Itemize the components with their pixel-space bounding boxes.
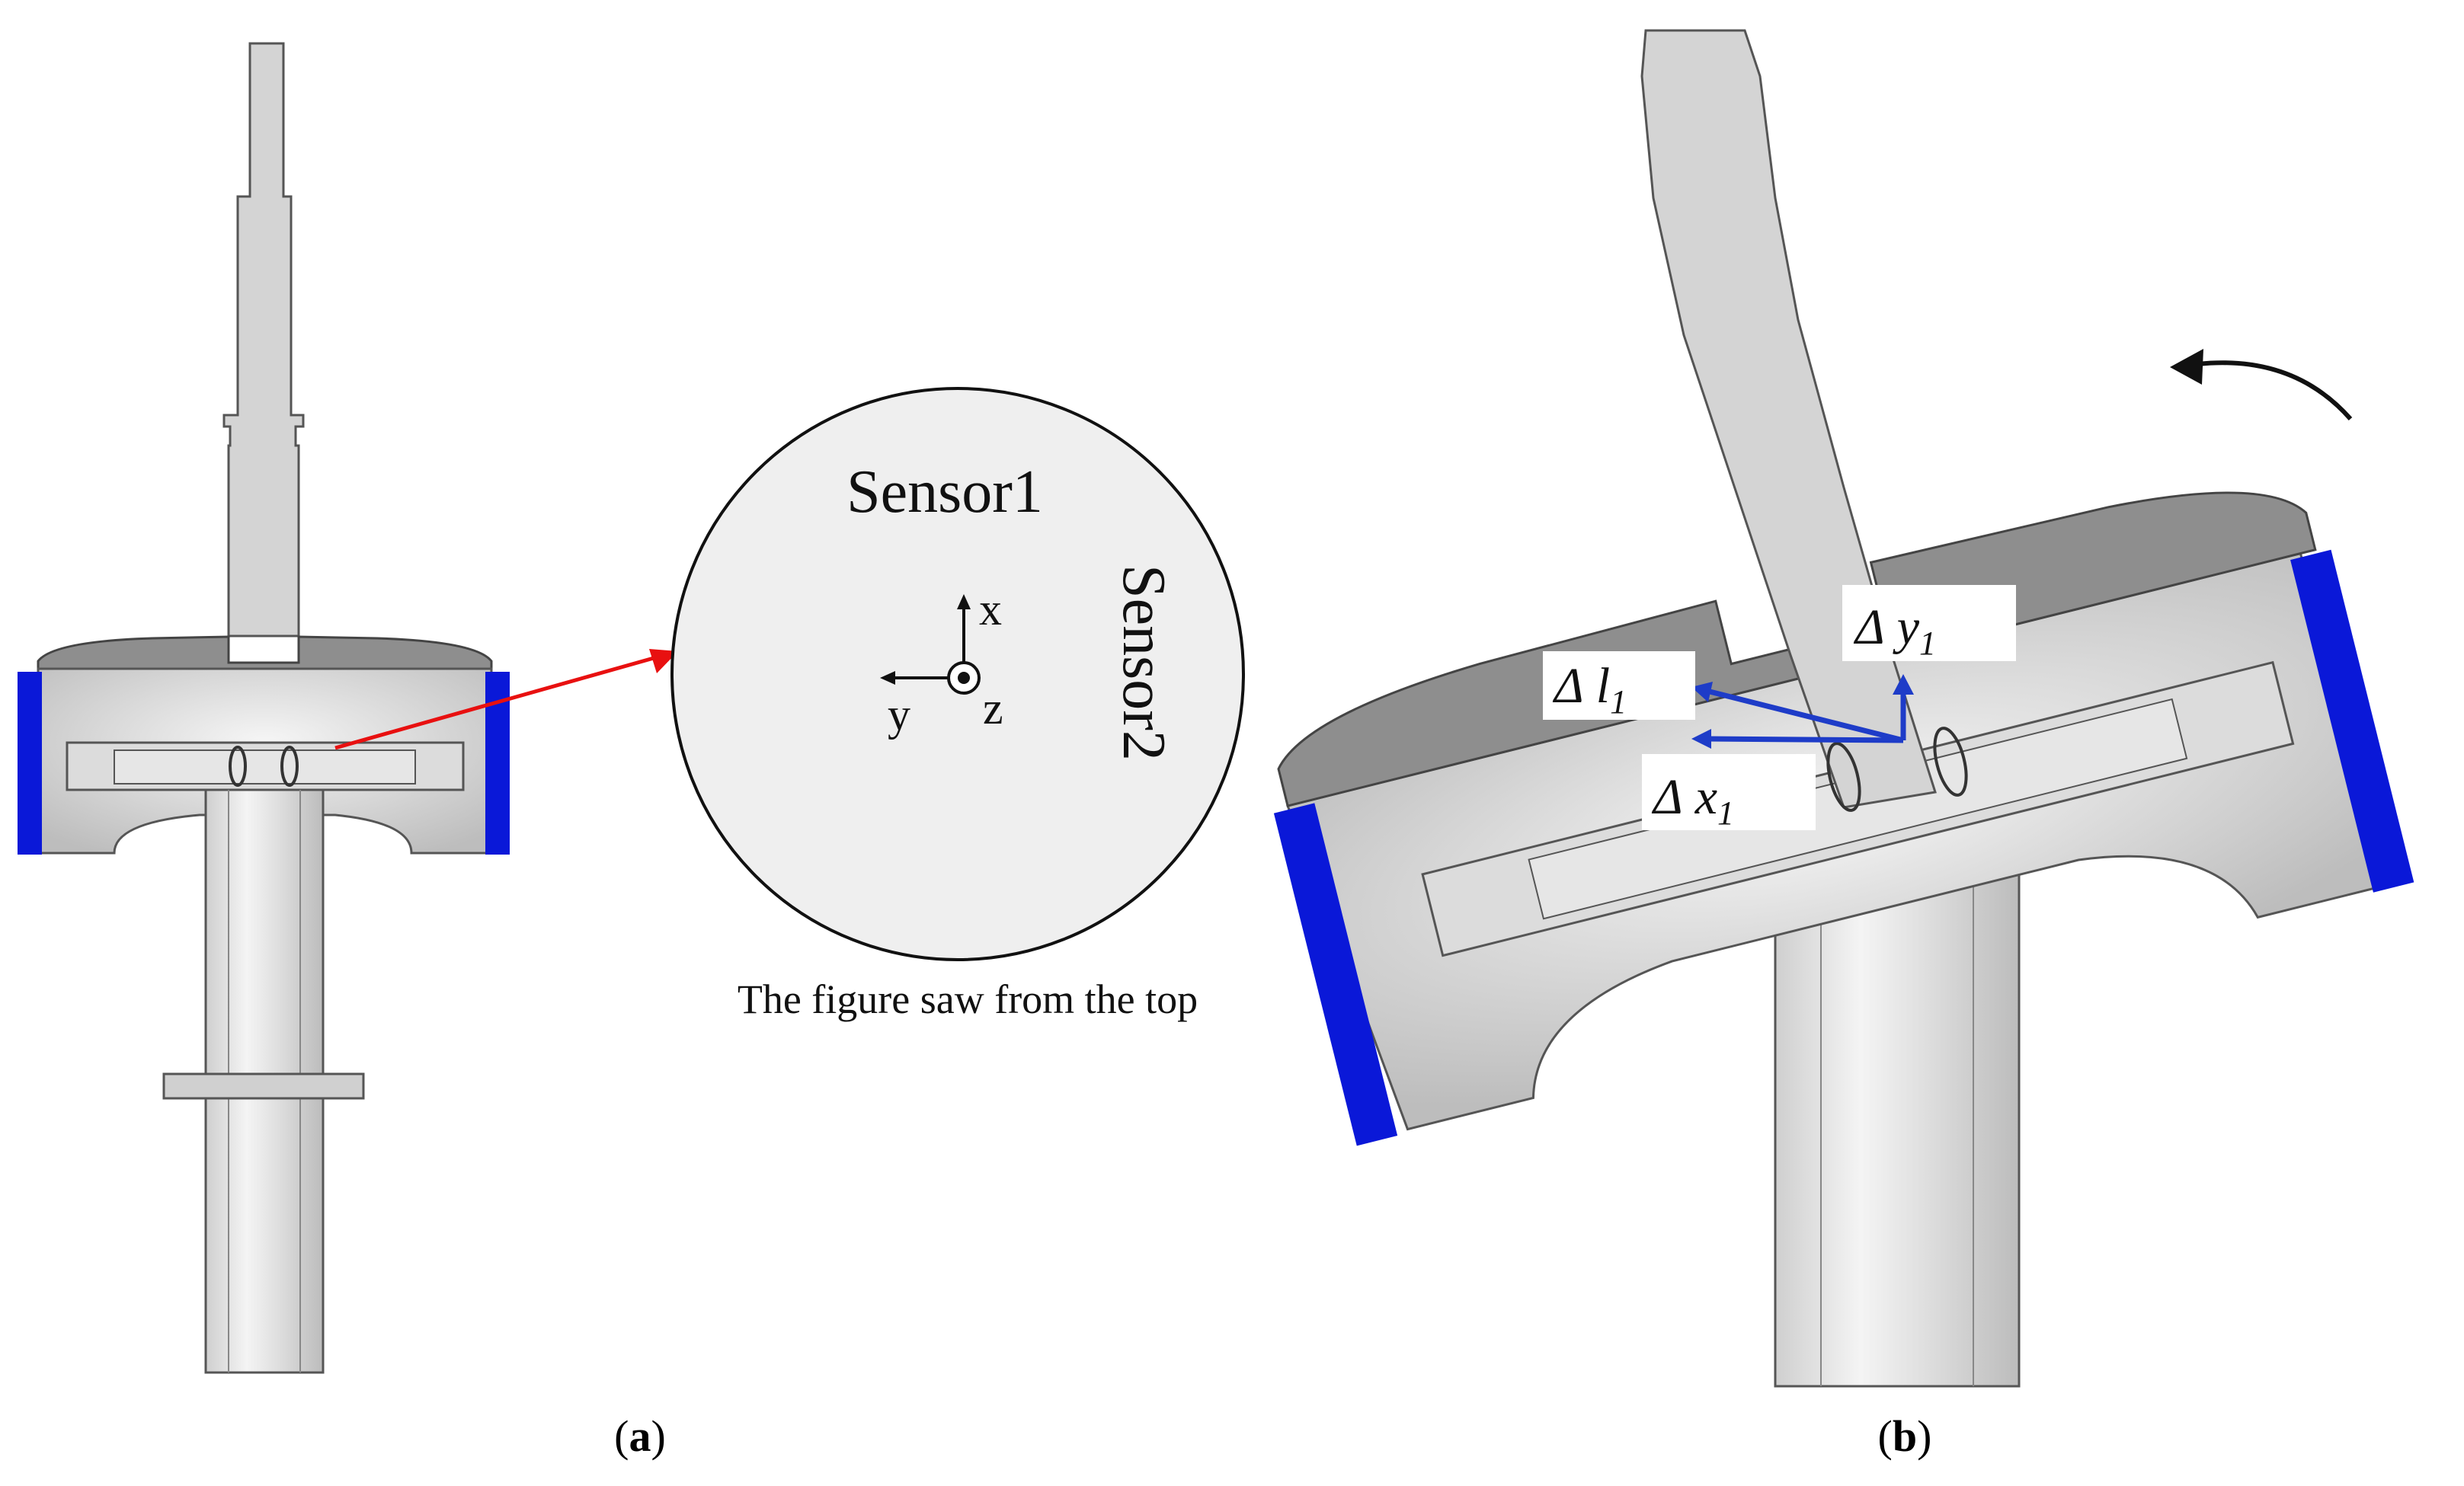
b-ring-left — [1826, 742, 1861, 812]
upper-shaft — [222, 42, 305, 638]
svg-text:Δl1: Δl1 — [1552, 658, 1627, 721]
center-ring-right — [280, 746, 299, 787]
axis-z-dot — [958, 672, 970, 684]
inner-plate-hub — [114, 749, 416, 785]
panel-b-caption: (b) — [1878, 1411, 1932, 1461]
top-view: Sensor1 Sensor2 x y z The figure saw fro… — [670, 387, 1245, 1022]
axis-y-arrowhead — [880, 671, 895, 685]
tube-flange — [162, 1072, 365, 1100]
sensor-bar-left[interactable] — [18, 672, 42, 855]
sensor2-label: Sensor2 — [1110, 564, 1177, 761]
svg-text:Δx1: Δx1 — [1651, 769, 1734, 832]
top-view-note: The figure saw from the top — [738, 976, 1198, 1022]
zoom-pointer-arrow — [334, 649, 678, 750]
sensor1-label: Sensor1 — [846, 459, 1043, 526]
b-ring-right — [1933, 727, 1968, 797]
axis-x-arrowhead — [957, 594, 971, 609]
b-sensor-bar-left[interactable] — [1273, 803, 1398, 1146]
rotation-arrowhead — [2170, 349, 2203, 385]
displacement-vectors — [1691, 674, 1914, 749]
axis-x-label: x — [979, 584, 1002, 634]
rotation-arrow — [2197, 360, 2353, 420]
top-cover — [37, 635, 493, 678]
b-sensor-bar-right[interactable] — [2290, 549, 2414, 893]
panel-a-caption: (a) — [614, 1411, 666, 1461]
svg-text:Δy1: Δy1 — [1853, 599, 1936, 662]
panel-a-cross-section: (a) — [18, 42, 666, 1461]
axis-z-label: z — [983, 683, 1003, 733]
center-ring-left — [229, 746, 247, 787]
axis-y-label: y — [888, 689, 910, 740]
